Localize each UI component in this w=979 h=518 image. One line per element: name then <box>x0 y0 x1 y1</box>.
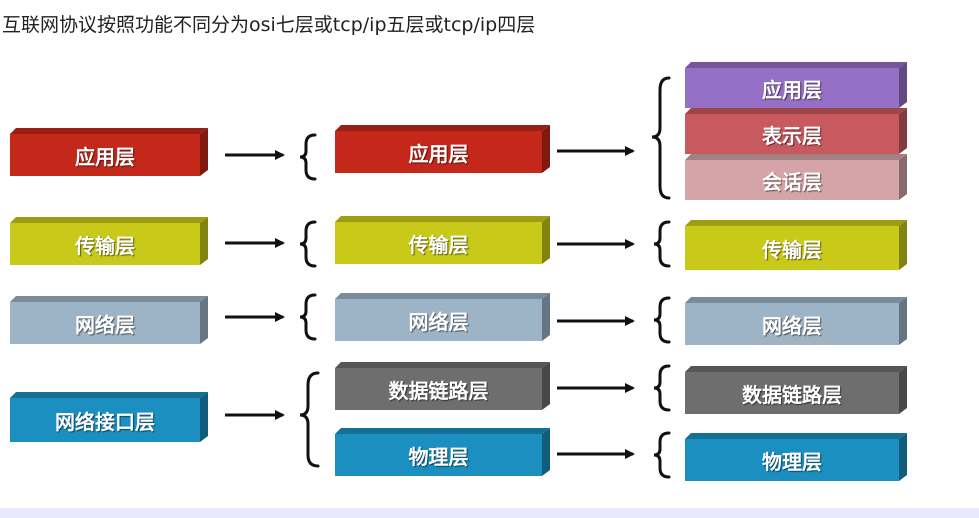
seven-layer-network-label: 网络层 <box>685 303 899 345</box>
five-layer-transport-label: 传输层 <box>335 222 542 264</box>
four-layer-link-label: 网络接口层 <box>10 398 200 442</box>
four-layer-transport-block: 传输层 <box>10 217 208 265</box>
seven-layer-datalink-block: 数据链路层 <box>685 366 907 414</box>
five-layer-physical-block: 物理层 <box>335 428 550 476</box>
brace-icon <box>299 371 320 468</box>
seven-layer-session-label: 会话层 <box>685 160 899 200</box>
four-layer-transport-label: 传输层 <box>10 223 200 265</box>
brace-icon <box>653 296 671 344</box>
seven-layer-transport-block: 传输层 <box>685 220 907 270</box>
seven-layer-network-block: 网络层 <box>685 297 907 345</box>
five-layer-application-label: 应用层 <box>335 131 542 173</box>
four-layer-application-label: 应用层 <box>10 134 200 176</box>
brace-icon <box>653 431 671 479</box>
seven-layer-session-block: 会话层 <box>685 154 907 200</box>
five-layer-datalink-label: 数据链路层 <box>335 368 542 410</box>
four-layer-application-block: 应用层 <box>10 128 208 176</box>
brace-icon <box>653 220 671 268</box>
five-layer-application-block: 应用层 <box>335 125 550 173</box>
four-layer-network-block: 网络层 <box>10 296 208 344</box>
five-layer-physical-label: 物理层 <box>335 434 542 476</box>
seven-layer-datalink-label: 数据链路层 <box>685 372 899 414</box>
brace-icon <box>299 220 317 268</box>
seven-layer-application-block: 应用层 <box>685 62 907 108</box>
seven-layer-physical-block: 物理层 <box>685 433 907 481</box>
four-layer-network-label: 网络层 <box>10 302 200 344</box>
seven-layer-presentation-label: 表示层 <box>685 114 899 154</box>
page-title: 互联网协议按照功能不同分为osi七层或tcp/ip五层或tcp/ip四层 <box>2 14 536 36</box>
brace-icon <box>653 364 671 412</box>
seven-layer-application-label: 应用层 <box>685 68 899 108</box>
brace-icon <box>299 133 317 181</box>
five-layer-network-label: 网络层 <box>335 299 542 341</box>
bottom-bar <box>0 508 979 518</box>
four-layer-link-block: 网络接口层 <box>10 392 208 442</box>
five-layer-network-block: 网络层 <box>335 293 550 341</box>
seven-layer-physical-label: 物理层 <box>685 439 899 481</box>
brace-icon <box>299 293 317 341</box>
five-layer-transport-block: 传输层 <box>335 216 550 264</box>
seven-layer-presentation-block: 表示层 <box>685 108 907 154</box>
five-layer-datalink-block: 数据链路层 <box>335 362 550 410</box>
seven-layer-transport-label: 传输层 <box>685 226 899 270</box>
brace-icon <box>651 76 671 200</box>
